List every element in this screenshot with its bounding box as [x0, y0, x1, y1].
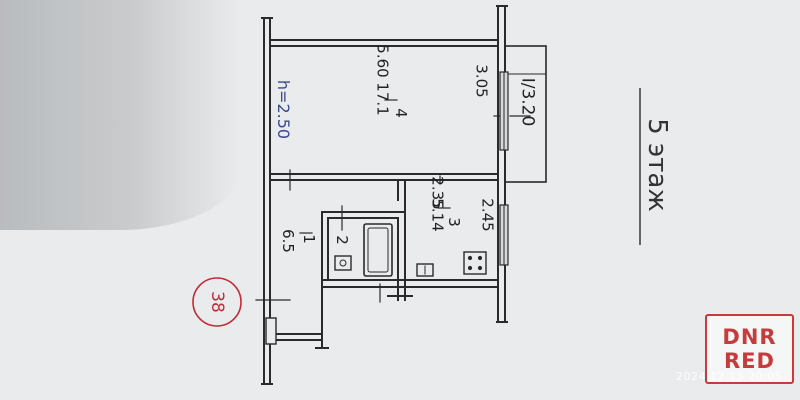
room-4-area: 17.1	[373, 82, 392, 116]
bathtub-symbol	[363, 223, 393, 277]
dimension-3-05: 3.05	[472, 64, 491, 98]
room-3-number: 3	[444, 217, 463, 227]
kitchen-sink-symbol	[416, 263, 434, 277]
watermark-logo: DNR RED	[705, 314, 794, 384]
logo-bottom-text: RED	[724, 349, 775, 373]
dimension-2-45: 2.45	[478, 198, 497, 232]
room-1-number: 1	[299, 234, 318, 244]
room-2-number: 2	[332, 235, 351, 245]
room-1-area: 6.5	[278, 229, 297, 253]
floor-label: 5 этаж	[641, 118, 672, 212]
photo-shadow	[0, 0, 240, 230]
sink-symbol	[334, 255, 352, 271]
room-4-number: 4	[391, 108, 410, 118]
apartment-number-circle	[192, 277, 242, 327]
apartment-number: 38	[207, 291, 227, 313]
photo-timestamp: 2024.12.13 20:05	[676, 370, 783, 383]
logo-top-text: DNR	[722, 325, 777, 349]
room-3-area: 5.14	[428, 198, 447, 232]
stove-symbol	[463, 251, 487, 275]
dimension-5-60: 5.60	[373, 44, 392, 78]
ceiling-height-label: h=2.50	[274, 79, 294, 140]
stair-label: I/3.20	[517, 77, 538, 127]
